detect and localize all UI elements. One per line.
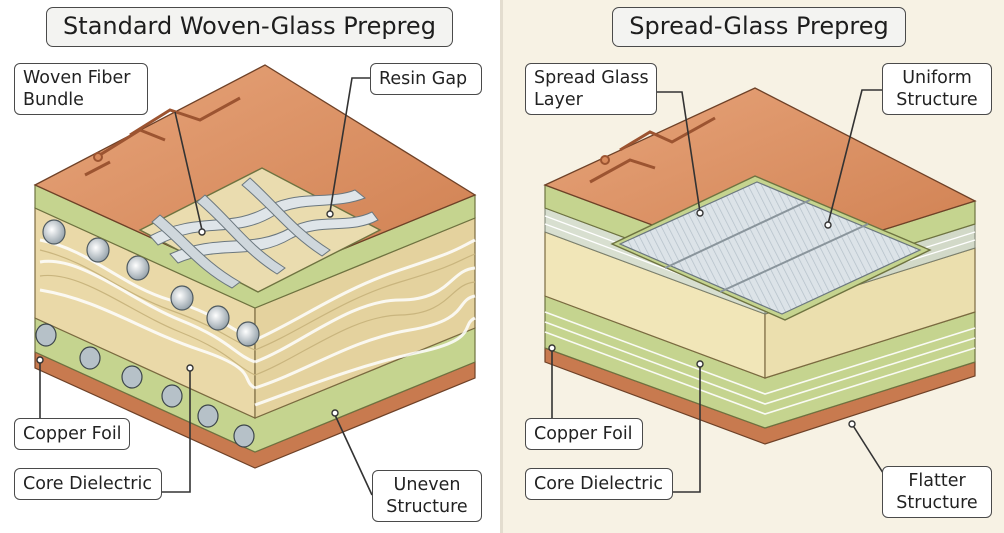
label-spread-glass-line2: Layer bbox=[534, 90, 583, 110]
leader-uneven bbox=[334, 414, 373, 496]
label-flatter-line1: Flatter bbox=[908, 471, 966, 491]
label-woven-fiber-line1: Woven Fiber bbox=[23, 68, 131, 88]
leader-resin-gap bbox=[329, 77, 372, 213]
leader-woven-fiber bbox=[174, 111, 203, 231]
leader-dots bbox=[36, 209, 856, 428]
label-uniform-line2: Structure bbox=[896, 90, 978, 110]
label-uniform-structure: Uniform Structure bbox=[882, 63, 992, 115]
label-uneven-structure: Uneven Structure bbox=[372, 470, 482, 522]
label-spread-glass-line1: Spread Glass bbox=[534, 68, 649, 88]
left-bundle-ends-upper bbox=[42, 219, 260, 347]
label-uneven-line1: Uneven bbox=[393, 475, 461, 495]
left-laminate bbox=[33, 64, 477, 469]
leader-left-core bbox=[162, 368, 191, 493]
leader-flatter bbox=[851, 423, 886, 477]
leader-lines bbox=[39, 77, 886, 496]
label-spread-glass-layer: Spread Glass Layer bbox=[525, 63, 657, 115]
panel-divider bbox=[500, 0, 503, 533]
label-left-core-dielectric: Core Dielectric bbox=[14, 468, 162, 500]
label-left-copper-foil: Copper Foil bbox=[14, 418, 130, 450]
label-flatter-line2: Structure bbox=[896, 493, 978, 513]
leader-spread-glass bbox=[657, 91, 701, 213]
right-panel-title: Spread-Glass Prepreg bbox=[612, 7, 906, 47]
left-panel-title: Standard Woven-Glass Prepreg bbox=[46, 7, 453, 47]
leader-uniform bbox=[827, 89, 882, 225]
leader-right-core bbox=[672, 364, 701, 493]
left-bundle-ends-lower bbox=[35, 323, 255, 448]
right-laminate bbox=[543, 87, 977, 445]
label-woven-fiber-bundle: Woven Fiber Bundle bbox=[14, 63, 148, 115]
label-resin-gap: Resin Gap bbox=[370, 63, 482, 95]
label-uneven-line2: Structure bbox=[386, 497, 468, 517]
label-flatter-structure: Flatter Structure bbox=[882, 466, 992, 518]
label-uniform-line1: Uniform bbox=[902, 68, 972, 88]
label-right-core-dielectric: Core Dielectric bbox=[525, 468, 673, 500]
right-spread-glass bbox=[618, 181, 922, 315]
label-woven-fiber-line2: Bundle bbox=[23, 90, 84, 110]
label-right-copper-foil: Copper Foil bbox=[525, 418, 643, 450]
